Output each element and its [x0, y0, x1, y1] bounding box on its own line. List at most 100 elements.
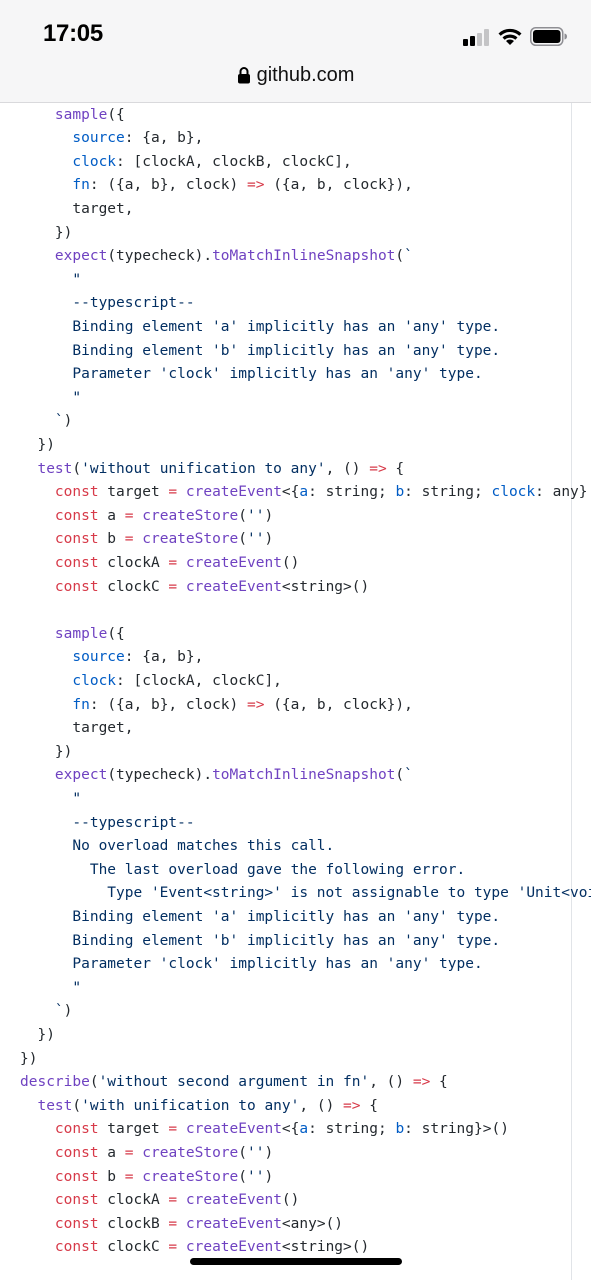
code-token: '' [247, 507, 265, 524]
code-line: Parameter 'clock' implicitly has an 'any… [20, 363, 482, 387]
code-token: createStore [142, 1168, 239, 1185]
code-token [20, 248, 55, 264]
code-line: No overload matches this call. [20, 835, 334, 859]
code-line: target, [20, 717, 134, 741]
code-token: const [54, 507, 99, 524]
code-token: ) [264, 507, 274, 524]
code-line: test('with unification to any', () => { [20, 1095, 378, 1119]
code-token [20, 1121, 55, 1137]
code-token: b [98, 1168, 125, 1185]
code-token: createStore [142, 531, 239, 548]
code-token [20, 1169, 55, 1185]
code-token: ) [63, 1003, 73, 1020]
code-token: , () [299, 1097, 344, 1114]
code-token: const [54, 1215, 99, 1232]
code-token: clockA [98, 554, 169, 571]
code-line: expect(typecheck).toMatchInlineSnapshot(… [20, 764, 413, 788]
code-token: 'without second argument in fn' [98, 1074, 370, 1091]
code-line: const target = createEvent<{a: string; b… [20, 481, 588, 505]
code-token: = [168, 1215, 178, 1232]
code-token: ( [395, 767, 405, 784]
code-line: " [20, 387, 81, 411]
code-token: ({ [107, 625, 125, 642]
code-token [134, 1145, 143, 1161]
code-token: clockB [98, 1215, 169, 1232]
code-line: }) [20, 741, 72, 765]
code-token [20, 673, 72, 689]
code-token: const [54, 484, 99, 501]
code-token: : any} [535, 484, 588, 501]
code-token: ) [264, 1168, 274, 1185]
code-panel-border [571, 103, 572, 1280]
code-token: => [247, 696, 265, 713]
code-token: " [20, 979, 82, 996]
code-token: test [37, 1097, 73, 1114]
code-token: = [168, 578, 178, 595]
code-token: clockC [98, 578, 169, 595]
code-token: = [168, 484, 178, 501]
code-token [177, 579, 186, 595]
code-token: : {a, b}, [124, 649, 204, 666]
code-token [177, 484, 186, 500]
code-token [177, 1216, 186, 1232]
code-token [20, 461, 37, 477]
code-token [20, 130, 72, 146]
code-token [20, 767, 55, 783]
code-token: ( [72, 1097, 82, 1114]
code-token: : string}>() [404, 1121, 509, 1138]
code-token: createEvent [185, 578, 282, 595]
code-token: : ({a, b}, clock) [89, 696, 247, 713]
code-token: : string; [308, 484, 396, 501]
code-token: const [54, 554, 99, 571]
code-token: <string>() [281, 578, 370, 595]
code-token: a [98, 1144, 125, 1161]
code-line: Binding element 'a' implicitly has an 'a… [20, 316, 500, 340]
code-token: const [54, 578, 99, 595]
code-line: const clockC = createEvent<string>() [20, 1236, 369, 1260]
code-token: ( [72, 460, 82, 477]
code-token: clock [491, 484, 536, 501]
code-token: clockA [98, 1192, 169, 1209]
code-line: }) [20, 222, 72, 246]
code-line: Type 'Event<string>' is not assignable t… [20, 882, 591, 906]
code-token: createEvent [185, 1192, 282, 1209]
code-token [20, 697, 72, 713]
code-line: fn: ({a, b}, clock) => ({a, b, clock}), [20, 694, 412, 718]
code-line: const clockA = createEvent() [20, 552, 299, 576]
code-token: No overload matches this call. [20, 838, 335, 855]
code-token: const [54, 1168, 99, 1185]
battery-icon [530, 27, 567, 46]
code-token: expect [54, 248, 108, 265]
code-token: target, [20, 720, 134, 737]
code-token [20, 1098, 37, 1114]
code-line: const a = createStore('') [20, 505, 273, 529]
code-line: expect(typecheck).toMatchInlineSnapshot(… [20, 245, 413, 269]
code-token: const [54, 1121, 99, 1138]
code-token: => [247, 177, 265, 194]
code-token: ({a, b, clock}), [264, 177, 413, 194]
code-token: toMatchInlineSnapshot [212, 767, 396, 784]
code-line: const clockB = createEvent<any>() [20, 1213, 343, 1237]
code-token: { [386, 460, 405, 477]
code-token [134, 508, 143, 524]
code-token: expect [54, 767, 108, 784]
code-token: ( [89, 1074, 99, 1091]
code-token [20, 484, 55, 500]
browser-address-bar[interactable]: github.com [0, 56, 591, 103]
code-line: test('without unification to any', () =>… [20, 458, 404, 482]
home-indicator[interactable] [190, 1258, 402, 1265]
code-token: Type 'Event<string>' is not assignable t… [20, 885, 591, 902]
code-token: ({ [107, 106, 125, 123]
code-token: sample [54, 625, 108, 642]
code-token: b [98, 531, 125, 548]
code-line: " [20, 788, 81, 812]
code-line: const b = createStore('') [20, 528, 273, 552]
code-token [20, 107, 55, 123]
code-token: '' [247, 1168, 265, 1185]
code-token [177, 1192, 186, 1208]
code-token: <{ [281, 1121, 300, 1138]
code-token [20, 154, 72, 170]
code-token: () [281, 1192, 300, 1209]
code-token: --typescript-- [20, 814, 195, 831]
code-token [20, 1216, 55, 1232]
